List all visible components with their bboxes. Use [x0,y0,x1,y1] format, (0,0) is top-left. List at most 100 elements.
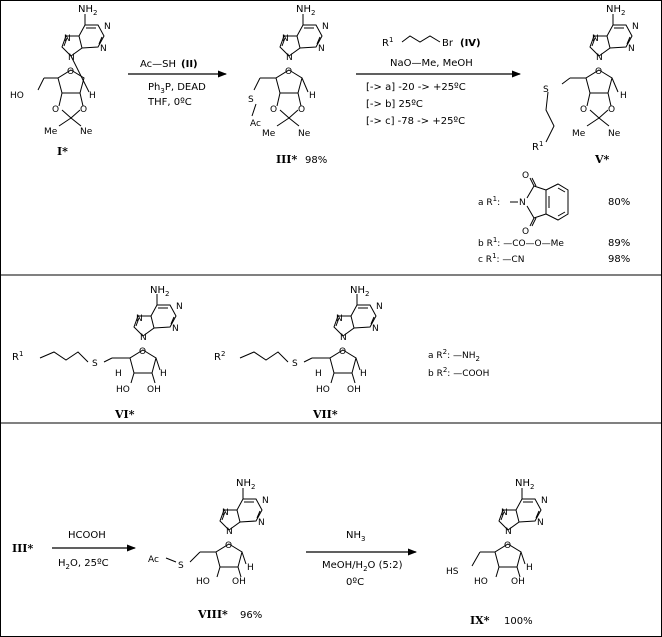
ne-label: Ne [608,129,621,139]
compound-V-label: V* [594,153,610,166]
n-label: N [222,508,229,518]
start-III-label: III* [12,542,33,555]
compound-VIII-structure: NH2 N N N N O S Ac H HO OH VIII* 96% [148,478,269,621]
compound-III-label: III* [276,153,297,166]
h-label: H [620,91,627,101]
subst-b-yield: 89% [608,238,630,249]
ho-label: HO [196,577,210,587]
condition-1b: THF, 0ºC [147,97,192,108]
substituent-table-V: a R1: N O O 80% b R1: —CO—O—Me 89% c R1:… [478,171,630,265]
condition-a: [-> a] -20 -> +25ºC [366,82,466,93]
o-label: O [298,105,305,115]
nh2-label: NH2 [236,478,255,491]
n-label: N [286,53,293,63]
h-label: H [526,563,533,573]
reagent-base: NaO—Me, MeOH [390,58,473,69]
o-label: O [504,541,511,551]
ne-label: Ne [298,129,311,139]
compound-IX-label: IX* [470,614,490,627]
n-label: N [100,44,107,54]
s-label: S [292,359,298,369]
r2-a-label: a R2: —NH2 [428,348,480,363]
o-label: O [139,347,146,357]
n-label: N [541,496,548,506]
compound-VII-structure: NH2 N N N N O S H H HO OH R2 VII* [214,285,383,421]
n-label: N [372,324,379,334]
subst-c-label: c R1: —CN [478,252,524,265]
me-label: Me [572,129,586,139]
nh2-label: NH2 [78,4,97,17]
reagent-IV-br: Br [442,38,454,49]
h-label: H [89,91,96,101]
ho-label: HO [474,577,488,587]
phthalimide-o-bottom: O [522,227,529,237]
subst-a-yield: 80% [608,197,630,208]
compound-VI-structure: NH2 N N N N O S H H HO OH R1 VI* [12,285,183,421]
compound-I-structure: NH2 N N N N O H HO O O Me Ne I* [10,4,111,158]
n-label: N [172,324,179,334]
vii-r: R2 [214,350,225,363]
compound-VI-label: VI* [114,408,135,421]
ac-label: Ac [250,119,261,129]
subst-c-yield: 98% [608,254,630,265]
o-label: O [225,541,232,551]
substituent-table-VII: a R2: —NH2 b R2: —COOH [428,348,489,379]
compound-VIII-label: VIII* [197,608,228,621]
n-label: N [176,302,183,312]
n-label: N [322,22,329,32]
compound-VIII-yield: 96% [240,610,262,621]
ho-label: HO [316,385,330,395]
phthalimide-o-top: O [522,171,529,181]
n-label: N [632,22,639,32]
ho-label: HO [10,91,24,101]
n-label: N [340,333,347,343]
reagent-IV-structure: R1 Br (IV) [382,35,481,49]
subst-a-label: a R1: [478,195,500,208]
n-label: N [258,518,265,528]
subst-b-label: b R1: —CO—O—Me [478,236,564,249]
h-label: H [315,369,322,379]
compound-IX-structure: NH2 N N N N O HS H HO OH IX* 100% [446,478,548,627]
nh2-label: NH2 [350,285,369,298]
compound-I-label: I* [57,145,68,158]
condition-1a: Ph3P, DEAD [148,82,206,95]
hs-label: HS [446,567,459,577]
n-label: N [136,314,143,324]
condition-b: [-> b] 25ºC [366,99,423,110]
n-label: N [592,34,599,44]
vi-r: R1 [12,350,23,363]
nh2-label: NH2 [296,4,315,17]
s-label: S [248,95,254,105]
o-label: O [285,67,292,77]
oh-label: OH [232,577,246,587]
condition-c: [-> c] -78 -> +25ºC [366,116,465,127]
n-label: N [64,34,71,44]
n-label: N [262,496,269,506]
n-label: N [68,53,75,63]
s-label: S [543,85,549,95]
n-label: N [376,302,383,312]
n-label: N [596,53,603,63]
h-label: H [115,369,122,379]
oh-label: OH [347,385,361,395]
reagent-hcooh: HCOOH [68,530,106,541]
me-label: Me [262,129,276,139]
h-label: H [360,369,367,379]
ac-label: Ac [148,555,159,565]
condition-4b: 0ºC [346,577,364,588]
n-label: N [226,527,233,537]
ho-label: HO [116,385,130,395]
compound-IX-yield: 100% [504,616,533,627]
n-label: N [318,44,325,54]
phthalimide-ring [526,177,569,227]
o-label: O [67,67,74,77]
n-label: N [140,333,147,343]
compound-III-yield: 98% [305,155,327,166]
o-label: O [580,105,587,115]
n-label: N [104,22,111,32]
condition-3: H2O, 25ºC [58,558,109,571]
o-label: O [595,67,602,77]
nh2-label: NH2 [150,285,169,298]
reagent-IV-id: (IV) [460,38,481,49]
